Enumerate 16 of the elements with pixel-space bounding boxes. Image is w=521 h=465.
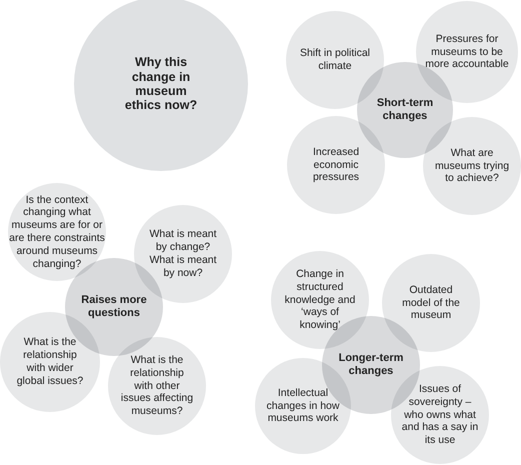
factor-text: Outdated model of the museum [401,284,461,322]
hub-label: Short-term changes [376,96,434,124]
factor-text: Change in structured knowledge and ‘ways of knowing’ [284,268,356,332]
factor-text: What are museums trying to achieve? [434,146,510,186]
factor-text: What is meant by change? What is meant by now? [148,228,218,280]
factor-text: What is the relationship with wider global issues? [16,336,84,388]
topic-text: Why this change in museum ethics now? [124,55,198,113]
factor-text: Shift in political climate [298,47,372,73]
factor-text: What is the relationship with other issues affecting museums? [120,354,194,418]
hub-label: Longer-term changes [338,352,404,378]
factor-text: Intellectual changes in how museums work [266,386,340,426]
factor-text: Is the context changing what museums are for or are there constraints around museums changing? [8,194,106,270]
factor-text: Increased economic pressures [312,146,360,184]
hub-label: Raises more questions [80,294,148,320]
factor-text: Issues of sovereignty – who owns what and has a say in its use [400,383,480,447]
factor-text: Pressures for museums to be more accountable [424,32,510,72]
